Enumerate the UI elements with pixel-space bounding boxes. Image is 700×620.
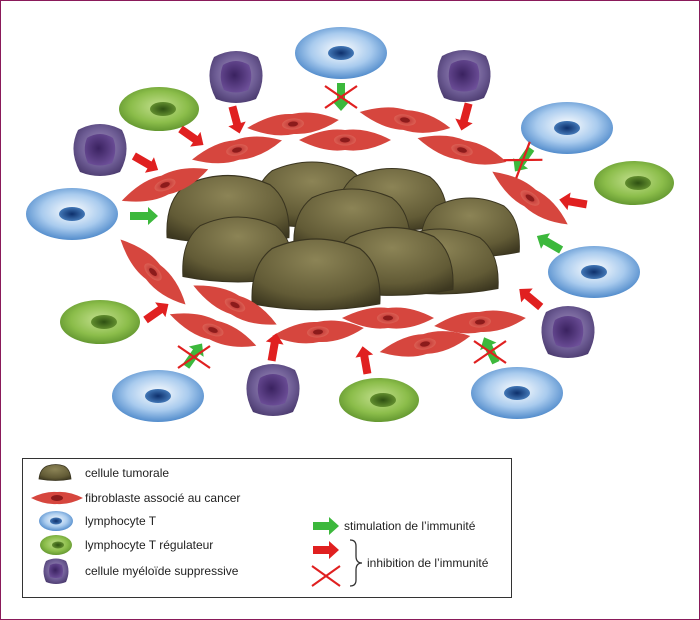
tumor-cell [251, 238, 381, 311]
legend-tumor-label: cellule tumorale [85, 466, 170, 480]
treg-cell-icon [40, 535, 72, 555]
brace-icon [349, 539, 363, 587]
treg-cell [594, 161, 674, 205]
myeloid-cell [209, 51, 263, 103]
legend-treg-label: lymphocyte T régulateur [85, 538, 214, 552]
fibroblast [189, 130, 285, 170]
fibroblast [113, 232, 193, 312]
legend: cellule tumorale fibroblaste associé au … [22, 458, 512, 598]
cross-icon [311, 565, 341, 587]
t-cell [471, 367, 563, 419]
tumor-cell-icon [38, 464, 72, 481]
fibroblast [299, 129, 391, 151]
myeloid-cell [246, 364, 300, 416]
treg-cell [60, 300, 140, 344]
legend-myeloid-label: cellule myéloïde suppressive [85, 564, 239, 578]
fibroblast-icon [31, 491, 83, 505]
red-arrow-icon [513, 282, 547, 314]
red-arrow-icon [557, 190, 589, 214]
t-cell [295, 27, 387, 79]
legend-inhibition-label: inhibition de l’immunité [367, 556, 489, 570]
fibroblast [414, 127, 510, 173]
legend-symbols [31, 464, 363, 587]
t-cell [521, 102, 613, 154]
red-arrow-icon [353, 344, 377, 376]
red-arrow-icon [140, 296, 174, 328]
t-cell [112, 370, 204, 422]
myeloid-cell [437, 50, 491, 102]
myeloid-cell-icon [43, 558, 69, 584]
tumor-cluster [166, 161, 520, 311]
red-arrow-icon [452, 101, 478, 133]
t-cell [548, 246, 640, 298]
legend-t-cell-label: lymphocyte T [85, 514, 157, 528]
green-arrow-icon [313, 517, 339, 535]
red-arrow-icon [223, 104, 249, 136]
green-arrow-icon [532, 228, 566, 258]
red-arrow-icon [129, 148, 163, 178]
legend-stimulation-label: stimulation de l’immunité [344, 519, 476, 533]
t-cell-icon [39, 511, 73, 531]
t-cell [26, 188, 118, 240]
green-arrow-icon [130, 207, 158, 225]
treg-cell [119, 87, 199, 131]
treg-cell [339, 378, 419, 422]
myeloid-cell [541, 306, 595, 358]
legend-caf-label: fibroblaste associé au cancer [85, 491, 241, 505]
red-arrow-icon [313, 541, 339, 559]
green-arrow-icon [475, 333, 505, 367]
green-arrow-icon [178, 338, 210, 372]
myeloid-cell [73, 124, 127, 176]
